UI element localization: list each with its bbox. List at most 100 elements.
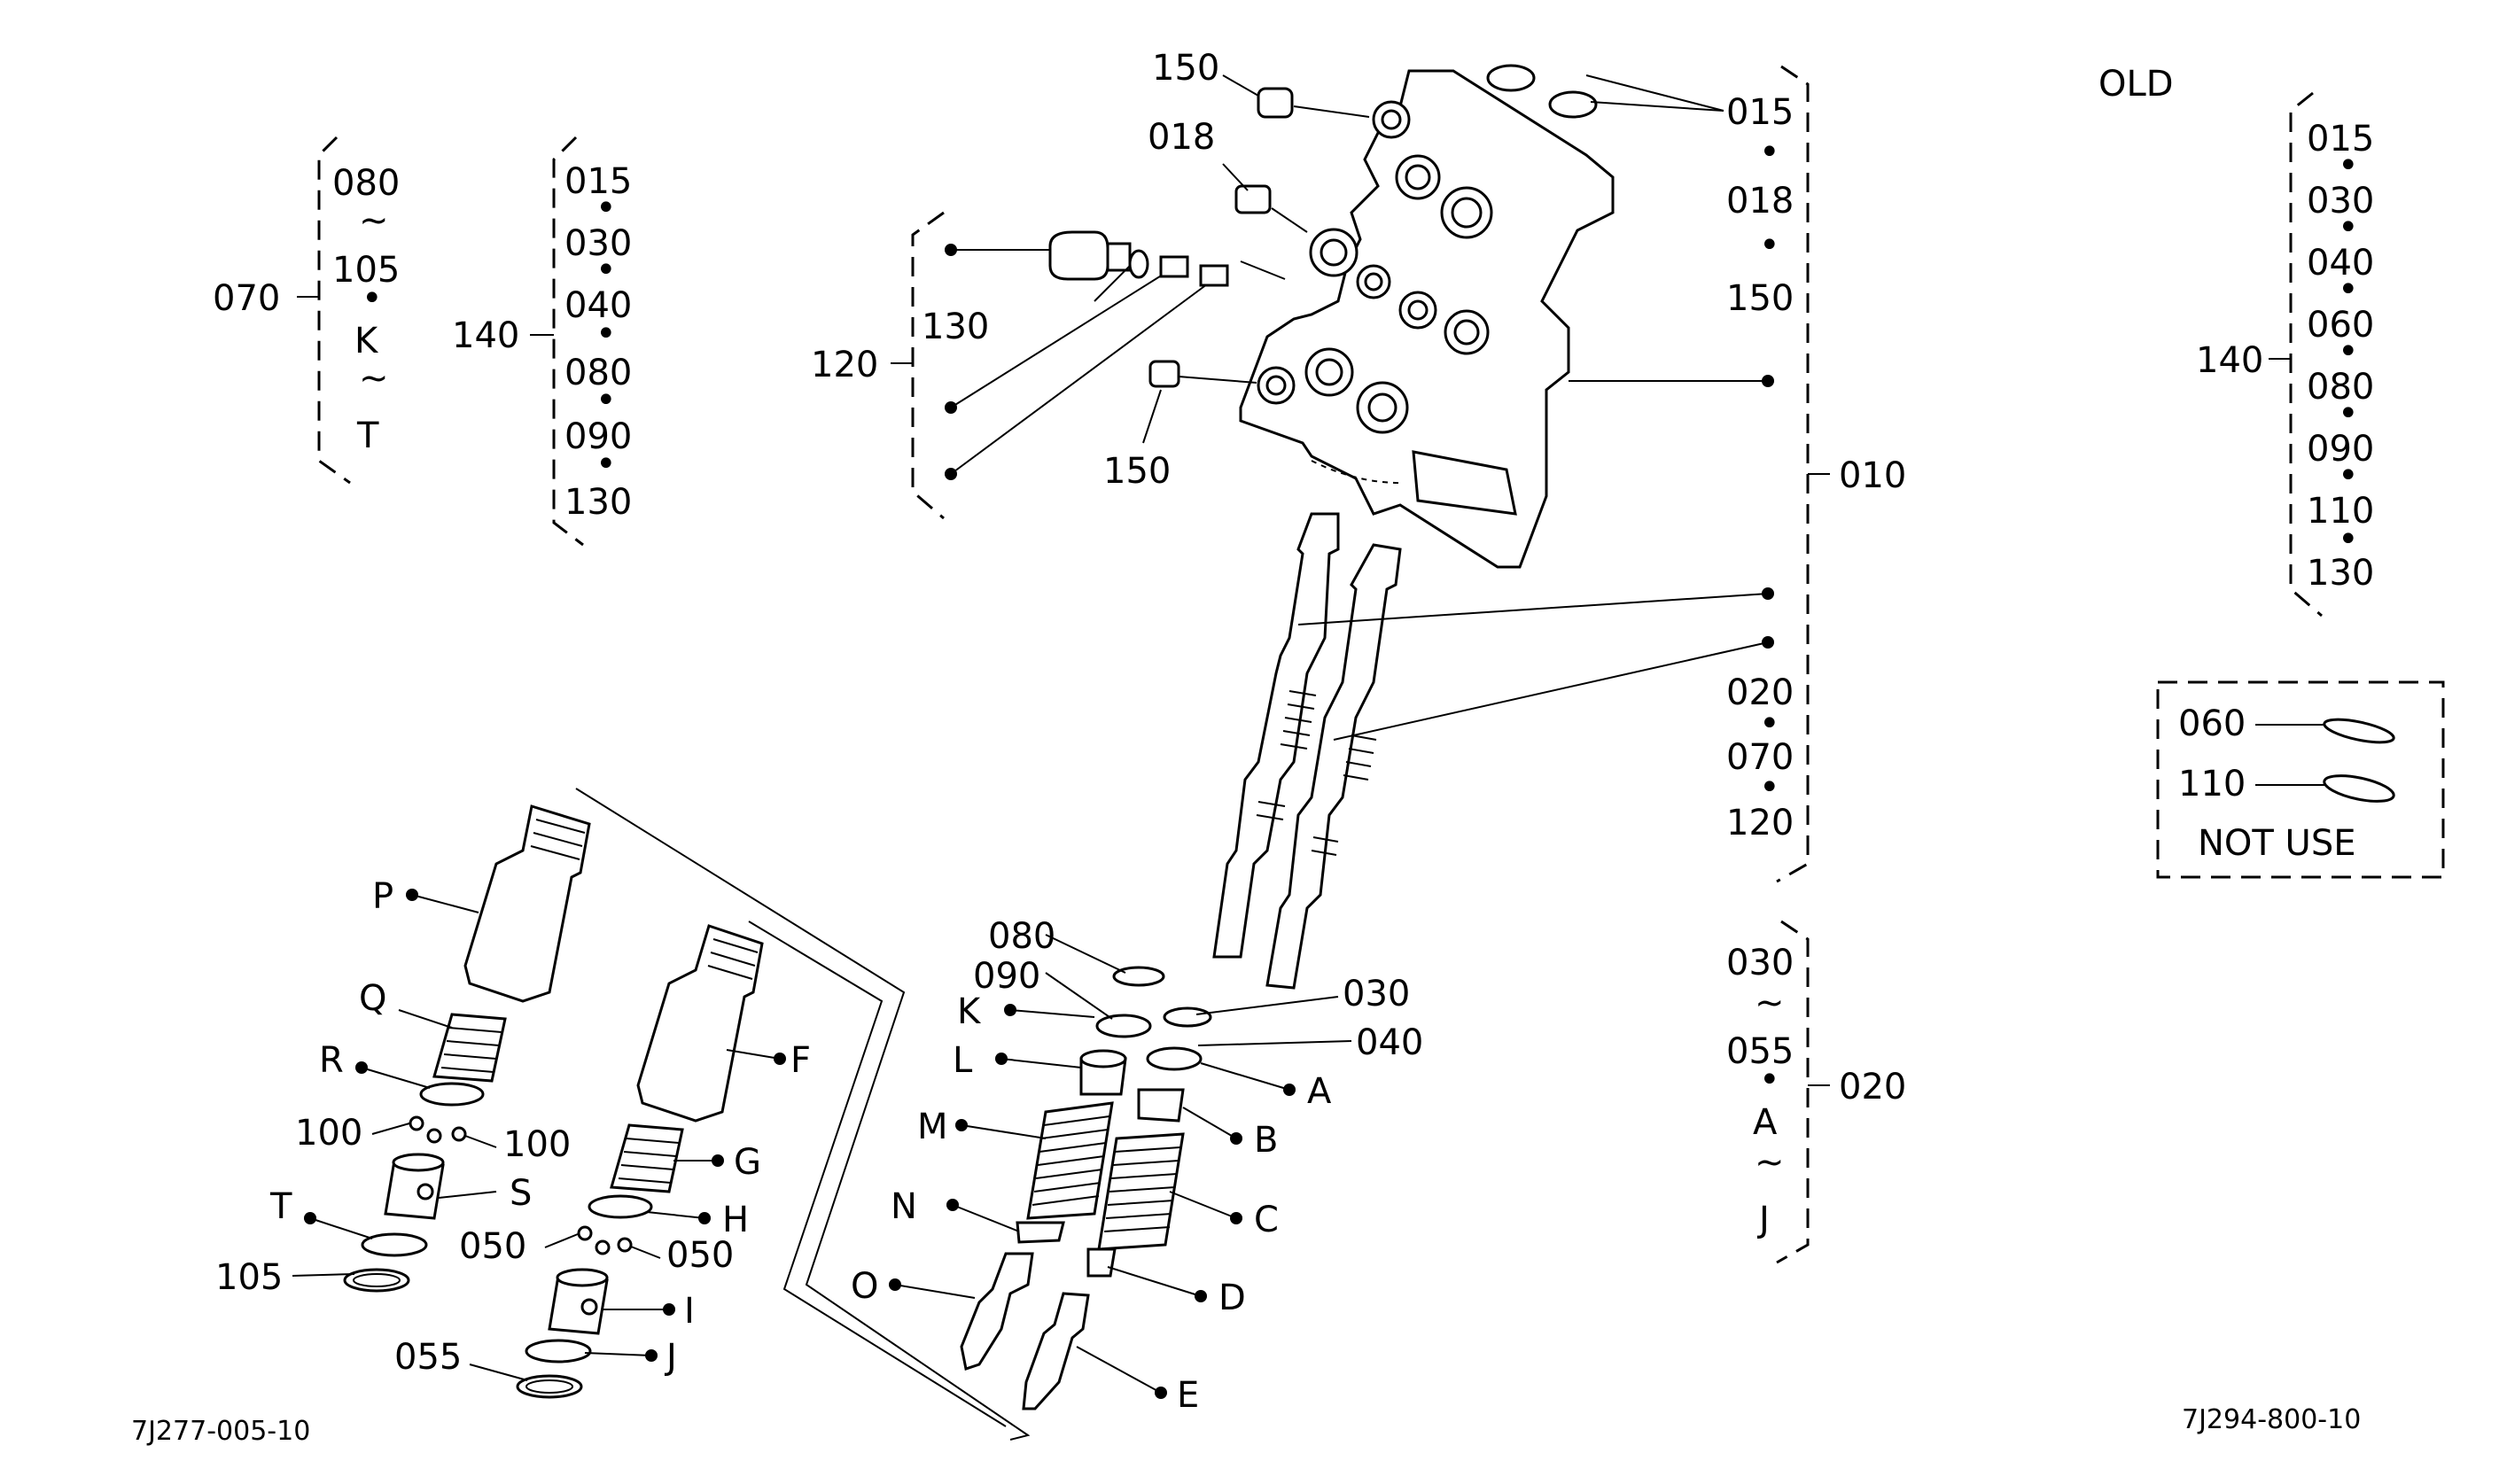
callout-P: P [372, 876, 393, 917]
group-070-item: 080 [332, 163, 400, 204]
group-020-item: 030 [1726, 943, 1794, 983]
group-010-item: • [1759, 132, 1780, 173]
group-010-item: 070 [1726, 737, 1794, 778]
plug-130-neck [1106, 242, 1132, 272]
group-140-right-item: 040 [2307, 243, 2374, 284]
group-140-right-item: • [2338, 145, 2359, 186]
not-use-box: 060 110 NOT USE [2156, 680, 2445, 879]
group-140-right-bracket [2289, 91, 2323, 618]
group-010-item: 150 [1726, 278, 1794, 319]
group-070: 070 080 ~ 105 • K ~ T [213, 136, 400, 485]
valve-body-block [1412, 450, 1517, 516]
group-020-item: ~ [1755, 1142, 1785, 1183]
left-cartridges: P Q R 100 100 S T 105 [215, 788, 1031, 1441]
group-140-right-label: 140 [2196, 340, 2263, 381]
not-use-caption: NOT USE [2198, 823, 2356, 864]
group-140-left-item: 090 [564, 416, 632, 457]
old-label: OLD [2098, 64, 2174, 105]
group-140-right-item: 015 [2307, 119, 2374, 159]
group-020-item: A [1753, 1102, 1778, 1143]
o-ring-small [1128, 249, 1149, 279]
group-140-right-item: 090 [2307, 429, 2374, 470]
group-010-item: • [1759, 767, 1780, 808]
spring-Q [432, 1013, 507, 1083]
callout-O: O [851, 1266, 878, 1307]
figure-code-left: 7J277-005-10 [131, 1416, 310, 1447]
callout-F: F [790, 1040, 811, 1081]
callout-130: 130 [922, 307, 989, 347]
group-020-item: • [1759, 1060, 1780, 1100]
group-010-item: 018 [1726, 181, 1794, 221]
callout-100-right: 100 [503, 1124, 571, 1165]
group-010-label: 010 [1839, 455, 1906, 496]
plug-150-bottom [1148, 360, 1180, 388]
group-140-right-item: 130 [2307, 553, 2374, 594]
group-140-right-item: • [2338, 331, 2359, 372]
o-ring-110 [2323, 774, 2395, 803]
figure-code-right: 7J294-800-10 [2182, 1404, 2361, 1435]
group-140-left-item: 030 [564, 223, 632, 264]
callout-E: E [1177, 1375, 1199, 1416]
group-140-left: 140 015 • 030 • 040 • 080 • 090 • 130 [452, 136, 632, 547]
callout-R: R [319, 1040, 344, 1081]
not-use-item-060: 060 [2178, 703, 2246, 744]
group-070-item: ~ [359, 358, 389, 399]
callout-M: M [917, 1107, 948, 1147]
callout-090: 090 [973, 956, 1040, 997]
group-140-left-item: • [596, 250, 617, 291]
callout-C: C [1254, 1200, 1279, 1240]
callout-I: I [684, 1291, 695, 1332]
o-ring-060 [2323, 718, 2395, 744]
piston-O [960, 1252, 1034, 1371]
spools [1212, 512, 1769, 990]
group-120-label: 120 [811, 345, 878, 385]
group-070-item: 105 [332, 250, 400, 291]
group-120: 120 130 [811, 211, 1229, 520]
old-section: OLD 140 015 • 030 • 040 • 060 • 080 • 09… [2098, 64, 2374, 618]
plug-130 [1048, 230, 1109, 281]
callout-G: G [734, 1142, 761, 1183]
callout-040: 040 [1356, 1022, 1423, 1063]
callout-S: S [510, 1173, 532, 1214]
group-010: 010 015 • 018 • 150 020 • 070 • 120 [1569, 65, 1906, 883]
group-010-item: • [1759, 703, 1780, 744]
callout-030: 030 [1343, 974, 1410, 1014]
piston-E [1022, 1292, 1090, 1410]
callout-150-bottom: 150 [1103, 451, 1171, 492]
callout-018: 018 [1148, 117, 1215, 158]
spring-C [1097, 1132, 1185, 1251]
group-140-left-item: • [596, 188, 617, 229]
callout-N: N [891, 1186, 917, 1227]
group-140-left-item: 040 [564, 285, 632, 326]
group-140-right-item: • [2338, 519, 2359, 560]
group-140-left-item: • [596, 380, 617, 421]
group-070-item: K [354, 321, 379, 361]
cartridge-F [636, 924, 764, 1123]
group-010-item: 020 [1726, 672, 1794, 713]
group-140-left-item: • [596, 314, 617, 354]
group-010-item: • [1759, 225, 1780, 266]
spool-right-body [1265, 543, 1402, 990]
callout-080: 080 [988, 916, 1055, 957]
callout-H: H [722, 1200, 749, 1240]
callout-050-right: 050 [666, 1235, 734, 1276]
group-140-right-item: • [2338, 207, 2359, 248]
group-020-item: ~ [1755, 983, 1785, 1023]
group-140-right-item: 080 [2307, 367, 2374, 408]
not-use-item-110: 110 [2178, 764, 2246, 804]
not-use-border [2156, 680, 2445, 879]
group-020-item: 055 [1726, 1031, 1794, 1072]
group-070-item: ~ [359, 200, 389, 241]
callout-K: K [957, 991, 982, 1032]
group-020: 020 030 ~ 055 • A ~ J [1726, 920, 1906, 1264]
callout-B: B [1254, 1120, 1278, 1161]
callout-055: 055 [394, 1337, 462, 1378]
group-020-label: 020 [1839, 1067, 1906, 1107]
pin-small [1199, 264, 1229, 287]
plug-018 [1234, 184, 1272, 214]
group-140-left-item: 015 [564, 161, 632, 202]
callout-050-left: 050 [459, 1226, 526, 1267]
group-070-label: 070 [213, 278, 280, 319]
callout-A: A [1307, 1071, 1332, 1112]
